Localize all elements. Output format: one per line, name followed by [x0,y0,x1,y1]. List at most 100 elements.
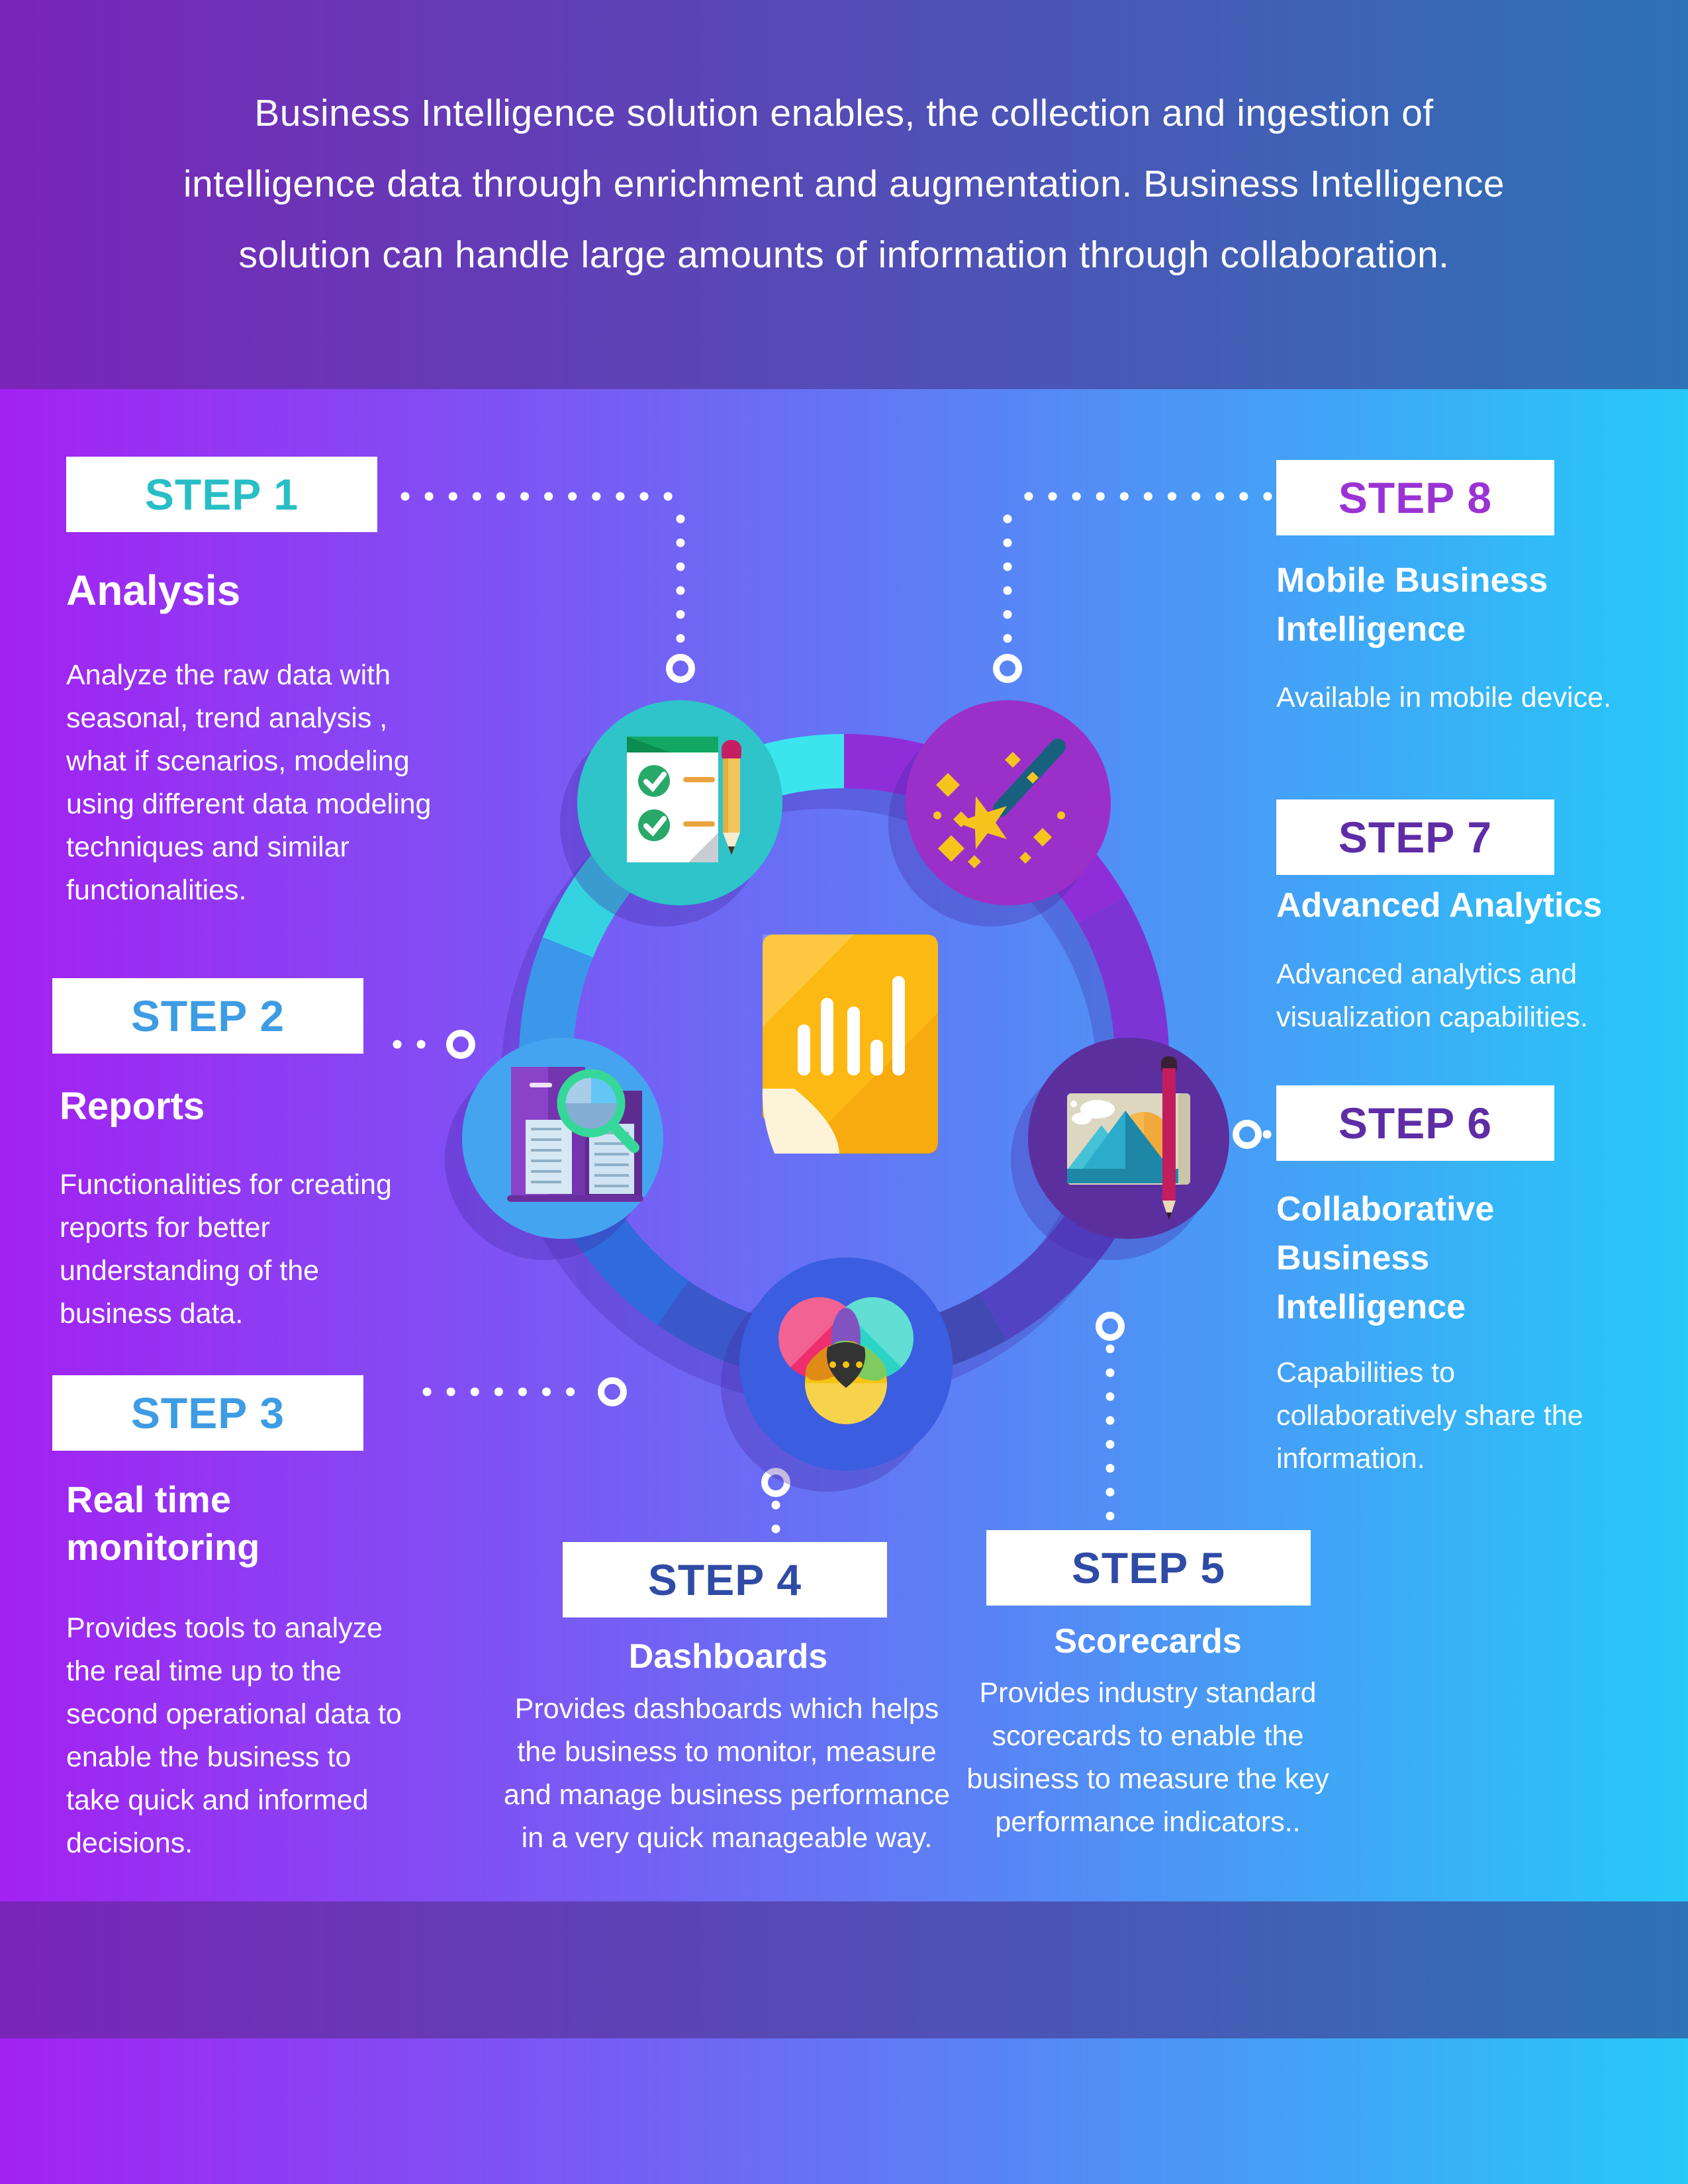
step2-title: Reports [60,1085,205,1128]
sparkle [1027,772,1039,784]
check-mark [643,816,667,837]
document-fold [762,1089,839,1154]
sparkle [936,773,960,797]
venn-center-dot [829,1361,836,1368]
magnifier-handle [607,1120,639,1153]
list-line [683,777,715,782]
header-band: Business Intelligence solution enables, … [0,0,1688,389]
pencil-eraser [722,740,741,764]
step4-box: STEP 4 [563,1542,887,1617]
step6-label: STEP 6 [1338,1099,1493,1148]
magic-wand-icon [906,700,1111,905]
step8-box: STEP 8 [1276,460,1554,535]
cloud [1080,1100,1115,1118]
step7-label: STEP 7 [1338,813,1493,862]
step1-label: STEP 1 [144,470,299,519]
step6-connector-dot [1233,1120,1262,1149]
step8-title: Mobile Business Intelligence [1276,561,1548,649]
sparkle [938,835,964,862]
dotted-connectors [393,492,1290,1541]
document-bars [798,976,905,1075]
step2-label: STEP 2 [130,991,285,1040]
step3-description: Provides tools to analyze the real time … [66,1612,402,1859]
bar [847,1007,860,1075]
venn-pink-highlight [778,1297,849,1367]
step1-connector-dot [666,654,695,683]
document-highlight [763,934,854,1027]
bar [870,1040,883,1075]
step1-description: Analyze the raw data with seasonal, tren… [66,659,432,906]
pencil-body-shade [723,758,728,833]
step5-title: Scorecards [1054,1622,1242,1661]
pen-body [1162,1068,1176,1201]
notepad-sheet [627,737,718,862]
bar-chart-document-icon [762,934,938,1154]
step6-description: Capabilities to collaboratively share th… [1276,1357,1583,1475]
sparkle [968,855,981,868]
sparkle [1033,828,1052,846]
check-mark [643,772,667,792]
cloud-dot [1070,1101,1077,1107]
checklist-icon [577,700,782,905]
step5-description: Provides industry standard scorecards to… [966,1677,1329,1838]
step2-description: Functionalities for creating reports for… [60,1169,392,1330]
pen-tip [1162,1201,1176,1220]
image-editor-icon [1028,1038,1229,1239]
bar [892,976,905,1075]
step8-label: STEP 8 [1338,473,1493,522]
step5-box: STEP 5 [986,1530,1311,1606]
step1-title: Analysis [66,567,241,614]
step3-box: STEP 3 [52,1375,363,1451]
ground-strip [1067,1169,1178,1183]
notepad-fold [688,833,718,862]
page-left-lines [531,1128,561,1183]
canvas-fold [1178,1093,1190,1185]
sparkle [953,811,969,827]
notepad-header-shade [627,737,671,752]
header-text: Business Intelligence solution enables, … [183,92,1505,276]
step7-description: Advanced analytics and visualization cap… [1276,958,1588,1033]
magnifier-ring [557,1069,626,1138]
sparkle [1057,811,1065,819]
step4-connector-dot [761,1468,790,1497]
check-circle [638,809,670,841]
cloud [1072,1113,1092,1124]
step6-title: Collaborative Business Intelligence [1276,1190,1495,1326]
wand-star [957,796,1007,849]
footer-accent-band [0,1901,1688,2038]
bar [821,998,833,1075]
connector-endpoints [446,654,1262,1497]
step8-description: Available in mobile device. [1276,682,1611,713]
list-line [683,821,715,827]
magnifier-lens-highlight [591,1073,621,1103]
step3-connector-dot [598,1377,627,1406]
step3-label: STEP 3 [130,1388,285,1437]
venn-yellow-highlight [805,1383,887,1424]
step6-box: STEP 6 [1276,1085,1554,1161]
step4-description: Provides dashboards which helps the busi… [503,1693,951,1854]
step2-connector-dot [446,1030,475,1059]
bar [798,1024,810,1075]
step8-connector-dot [993,654,1022,683]
check-circle [638,765,670,797]
pencil-point [728,846,735,855]
document-search-icon [462,1038,663,1239]
step5-connector-dot [1096,1312,1125,1341]
sparkle [933,811,941,819]
venn-center-dot [843,1361,849,1368]
venn-diagram-icon [739,1257,953,1471]
sparkle [1005,752,1021,768]
sparkle [1019,852,1031,864]
step1-box: STEP 1 [66,457,377,532]
venn-teal-highlight [843,1297,914,1367]
folder-tab [530,1083,552,1087]
step7-box: STEP 7 [1276,799,1554,875]
step3-title: Real time monitoring [66,1479,260,1568]
folder-base [507,1195,643,1202]
step2-box: STEP 2 [52,978,363,1054]
step5-label: STEP 5 [1071,1543,1226,1592]
step7-title: Advanced Analytics [1276,886,1603,925]
wand-sparkles [933,752,1065,868]
